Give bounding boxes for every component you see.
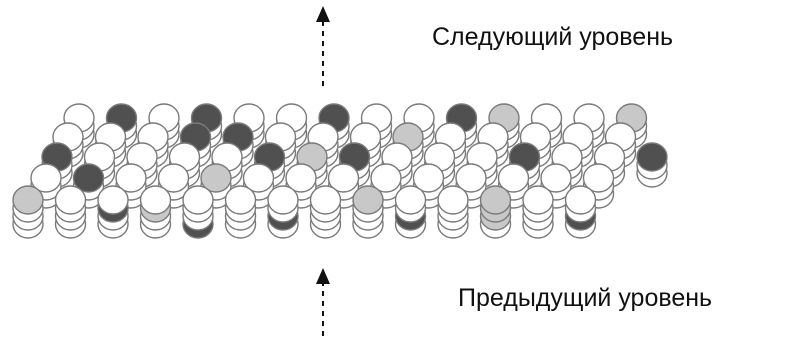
previous-level-arrowhead <box>316 268 330 284</box>
atom <box>200 163 232 193</box>
previous-level-arrow <box>316 268 330 336</box>
atom <box>636 142 668 172</box>
atom <box>370 163 402 193</box>
atom <box>394 185 427 215</box>
next-level-arrow <box>316 6 330 86</box>
atom <box>224 185 257 215</box>
atom <box>309 185 342 215</box>
atom <box>242 163 275 193</box>
atom <box>267 185 299 215</box>
previous-level-label: Предыдущий уровень <box>458 284 713 312</box>
atom <box>582 163 615 193</box>
atom <box>522 185 554 215</box>
atom <box>412 163 445 193</box>
atom <box>285 163 317 193</box>
atom <box>327 163 360 193</box>
next-level-label: Следующий уровень <box>432 23 674 51</box>
atom <box>139 185 172 215</box>
next-level-arrowhead <box>316 6 330 22</box>
atom <box>437 185 469 215</box>
atom <box>497 163 530 193</box>
atom <box>12 185 44 215</box>
atom-lattice <box>12 103 668 239</box>
atom <box>97 185 129 215</box>
atom <box>352 185 384 215</box>
atom <box>30 163 62 193</box>
atom <box>455 163 487 193</box>
atom <box>115 163 147 193</box>
atom <box>182 185 214 215</box>
atom <box>72 163 105 193</box>
atom <box>157 163 190 193</box>
atom <box>54 185 87 215</box>
atom <box>479 185 512 215</box>
atom <box>564 185 597 215</box>
atom <box>540 163 572 193</box>
